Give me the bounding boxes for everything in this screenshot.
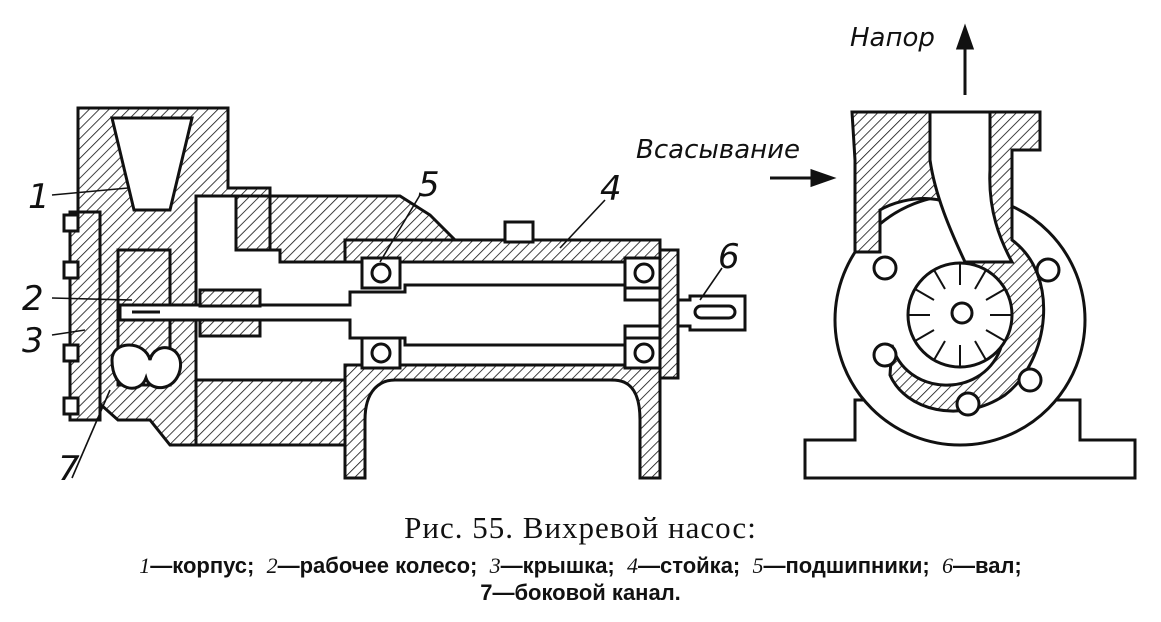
callout-4: 4 (600, 169, 622, 209)
pump-drawing: 1 2 3 4 5 6 7 Напор Всасывание (22, 23, 1137, 489)
caption-number: 55. (472, 510, 515, 545)
legend-item: 7—боковой канал. (480, 580, 681, 605)
suction-arrowhead (810, 168, 837, 188)
cross-section (770, 23, 1137, 480)
caption-prefix: Рис. (404, 510, 464, 545)
caption-title: Рис. 55. Вихревой насос: (0, 510, 1161, 546)
shaft (118, 283, 747, 347)
cover-bolts (62, 213, 80, 416)
shaft-keyway (693, 304, 737, 320)
callout-2: 2 (22, 279, 44, 319)
head-label: Напор (850, 23, 935, 53)
cover-plate (68, 210, 102, 422)
longitudinal-section (62, 106, 747, 480)
legend-item: 2—рабочее колесо; (266, 553, 478, 578)
shaft-seal (198, 288, 262, 308)
leader-lines (51, 187, 723, 479)
side-channel (110, 343, 182, 390)
figure-caption: Рис. 55. Вихревой насос: 1—корпус; 2—раб… (0, 510, 1161, 606)
stand-base (343, 363, 662, 480)
lower-support-left (194, 378, 347, 447)
legend-item: 6—вал; (941, 553, 1022, 578)
shaft-seal-lower (198, 318, 262, 338)
cross-bolt-holes (872, 255, 1061, 417)
legend-item: 5—подшипники; (752, 553, 930, 578)
callout-6: 6 (718, 237, 740, 277)
callout-7: 7 (58, 449, 80, 489)
stand-top-nut (503, 220, 535, 244)
caption-text: Вихревой насос: (522, 510, 757, 545)
legend-item: 4—стойка; (627, 553, 741, 578)
legend-item: 1—корпус; (139, 553, 255, 578)
callout-3: 3 (22, 321, 44, 361)
housing-inlet-cone (110, 116, 194, 212)
legend-item: 3—крышка; (489, 553, 615, 578)
cross-hub (950, 301, 974, 325)
callout-1: 1 (28, 177, 50, 217)
right-end-cap (658, 248, 680, 380)
legend-line-2: 7—боковой канал. (0, 579, 1161, 606)
callout-5: 5 (418, 165, 440, 205)
cross-outlet-channel (928, 110, 1015, 264)
suction-label: Всасывание (636, 135, 800, 165)
head-arrowhead (955, 23, 975, 50)
legend: 1—корпус; 2—рабочее колесо; 3—крышка; 4—… (0, 552, 1161, 606)
cross-impeller-blades (908, 263, 1012, 367)
legend-line-1: 1—корпус; 2—рабочее колесо; 3—крышка; 4—… (0, 552, 1161, 579)
